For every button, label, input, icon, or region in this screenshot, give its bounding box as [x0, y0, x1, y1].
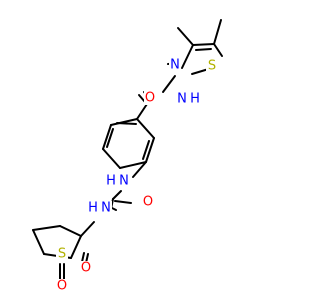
bond [116, 122, 137, 125]
bond [142, 140, 150, 160]
atom-label-background [206, 59, 218, 73]
atom-label-n-urea-aryl: N [119, 174, 129, 189]
atom-label-h-urea-aryl: H [106, 174, 116, 189]
atom-label-background [100, 201, 112, 215]
molecule-structure-diagram: S N N H O N H O N H S O O [32, 19, 223, 294]
bond [80, 221, 95, 237]
atom-label-background [176, 92, 188, 106]
bond [192, 43, 215, 46]
bond [145, 137, 155, 163]
bond [81, 252, 85, 263]
bond [102, 148, 121, 169]
bond [102, 124, 112, 150]
bond [213, 43, 223, 57]
bond [195, 48, 212, 51]
atom-label-background [118, 174, 130, 188]
atom-label-background [169, 58, 181, 72]
bond [106, 128, 114, 148]
atom-labels: S N N H O N H O N H S O O [56, 58, 218, 294]
bonds [32, 19, 223, 280]
atom-label-background [56, 247, 68, 261]
atom-label-s-thiazole: S [208, 59, 216, 74]
bond [59, 225, 82, 237]
atom-label-n-thiazole: N [170, 58, 180, 73]
atom-label-n-urea-ring: N [101, 201, 111, 216]
bond [181, 44, 194, 69]
atom-label-background [80, 261, 92, 275]
atom-label-background [144, 91, 156, 105]
bond [112, 190, 122, 200]
atom-label-background [189, 92, 201, 106]
atom-label-s-sulfone: S [58, 247, 66, 262]
bond [32, 229, 45, 255]
atom-label-o-sulfone-1: O [57, 279, 67, 294]
bond [32, 225, 61, 231]
bond [136, 118, 155, 139]
bond [119, 161, 147, 169]
atom-label-o-sulfone-2: O [81, 261, 91, 276]
atom-label-background [105, 174, 117, 188]
bond [110, 118, 138, 126]
atom-label-h-urea-ring: H [88, 201, 98, 216]
atom-label-o-amide: O [145, 91, 155, 106]
bond [177, 27, 194, 46]
bond [162, 75, 176, 93]
atom-label-background [142, 195, 154, 209]
atom-label-n-amide: N [177, 92, 187, 107]
bond [132, 161, 147, 178]
bond [114, 200, 132, 204]
bond [70, 235, 82, 259]
atom-label-background [56, 279, 68, 293]
atom-label-h-amide: H [190, 92, 200, 107]
atom-label-background [87, 201, 99, 215]
bond [213, 19, 222, 45]
atom-label-o-urea: O [143, 195, 153, 210]
